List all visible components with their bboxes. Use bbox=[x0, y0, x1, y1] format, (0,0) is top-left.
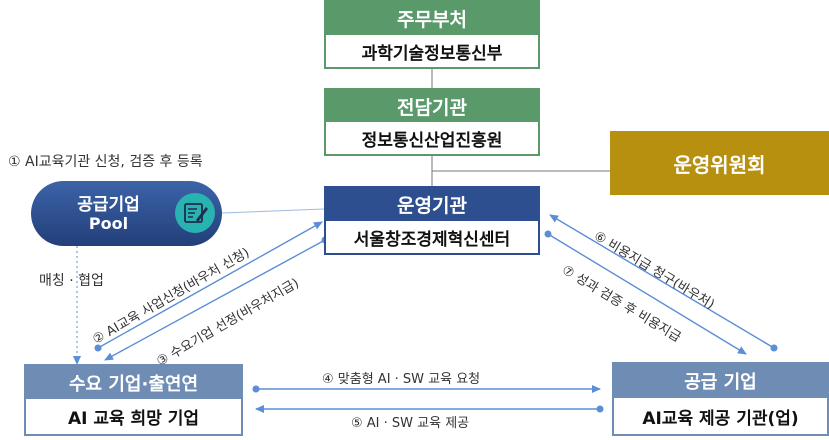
supply-box: 공급 기업 AI교육 제공 기관(업) bbox=[612, 362, 829, 436]
step4-label: ④ 맞춤형 AI · SW 교육 요청 bbox=[322, 372, 481, 387]
ministry-name: 과학기술정보통신부 bbox=[326, 35, 538, 67]
agency-name: 정보통신산업진흥원 bbox=[326, 122, 538, 154]
operator-name: 서울창조경제혁신센터 bbox=[326, 221, 538, 253]
committee-title: 운영위원회 bbox=[673, 152, 766, 177]
ministry-box: 주무부처 과학기술정보통신부 bbox=[324, 0, 540, 69]
supplier-pool-pill: 공급기업 Pool bbox=[31, 181, 222, 246]
matching-label: 매칭 · 협업 bbox=[39, 273, 104, 289]
agency-title: 전담기관 bbox=[397, 96, 467, 119]
ministry-title: 주무부처 bbox=[397, 9, 467, 31]
pool-line2: Pool bbox=[88, 214, 129, 233]
demand-title: 수요 기업·출연연 bbox=[68, 373, 199, 395]
step3-arrow bbox=[104, 236, 329, 361]
supply-title: 공급 기업 bbox=[684, 372, 757, 393]
demand-box: 수요 기업·출연연 AI 교육 희망 기업 bbox=[24, 364, 243, 436]
step1-label: ① AI교육기관 신청, 검증 후 등록 bbox=[8, 154, 203, 170]
step7-arrow bbox=[544, 230, 747, 355]
pool-operator-line bbox=[221, 208, 325, 214]
demand-name: AI 교육 희망 기업 bbox=[26, 399, 241, 434]
step5-label: ⑤ AI · SW 교육 제공 bbox=[351, 416, 470, 431]
supply-name: AI교육 제공 기관(업) bbox=[614, 398, 827, 434]
operator-title: 운영기관 bbox=[397, 195, 467, 217]
notepad-pen-icon bbox=[175, 193, 215, 233]
operator-box: 운영기관 서울창조경제혁신센터 bbox=[324, 186, 540, 255]
pool-line1: 공급기업 bbox=[77, 195, 140, 215]
agency-box: 전담기관 정보통신산업진흥원 bbox=[324, 88, 540, 156]
committee-box: 운영위원회 bbox=[610, 131, 829, 195]
